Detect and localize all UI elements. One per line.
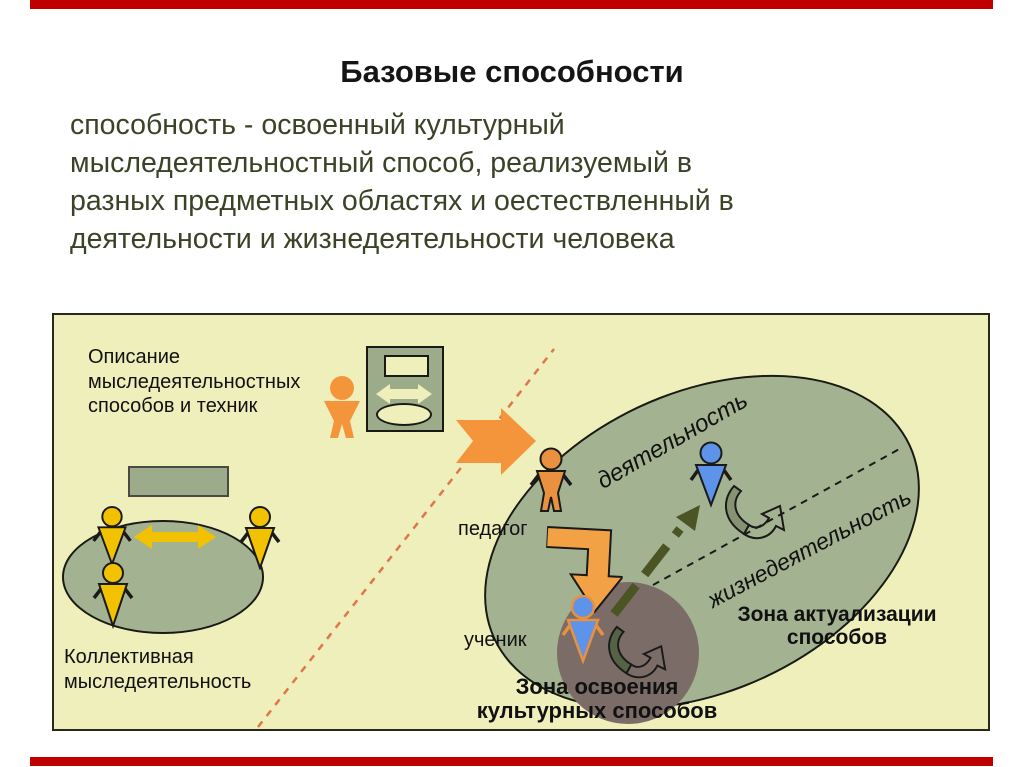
collective-board-rect xyxy=(128,466,229,497)
facilitator-figure-icon xyxy=(324,376,360,438)
definition-line: способность - освоенный культурный xyxy=(70,109,565,141)
collective-label: Коллективная мыследеятельность xyxy=(64,646,252,693)
page-title: Базовые способности xyxy=(340,54,684,89)
mastering-cycle-arrow-icon xyxy=(608,625,667,679)
zone-mastering-label: Зона освоения культурных способов xyxy=(476,674,718,723)
description-label: Описание мыследеятельностных способов и … xyxy=(88,346,301,417)
definition-line: деятельности и жизнедеятельности человек… xyxy=(70,223,675,255)
activity-divider-dashed-line xyxy=(652,446,904,586)
actualization-cycle-arrow-icon xyxy=(724,484,786,540)
transfer-arrow-icon xyxy=(456,408,536,475)
definition-line: мыследеятельностный способ, реализуемый … xyxy=(70,147,692,179)
student-figure-icon xyxy=(561,595,605,665)
teaching-arrow-icon xyxy=(545,525,625,614)
definition-line: разных предметных областях и оестествлен… xyxy=(70,185,734,217)
development-arrow-icon xyxy=(610,505,700,617)
student-label: ученик xyxy=(464,629,527,651)
boundary-dashed-line xyxy=(257,348,555,728)
communication-arrow-icon xyxy=(134,525,216,549)
definition-text: способность - освоенный культурный мысле… xyxy=(70,106,980,258)
board-double-arrow-icon xyxy=(376,384,432,404)
zone-actualization-label: Зона актуализации способов xyxy=(737,603,937,649)
participant-figure-icon xyxy=(239,506,281,570)
teacher-figure-icon xyxy=(529,447,573,512)
bottom-accent-bar xyxy=(30,757,993,766)
participant-figure-icon xyxy=(92,562,134,630)
actor-figure-icon xyxy=(689,441,733,508)
top-accent-bar xyxy=(30,0,993,9)
board-ellipse xyxy=(376,403,432,426)
teacher-label: педагог xyxy=(458,518,528,540)
method-board-icon xyxy=(366,346,444,432)
board-screen-rect xyxy=(384,355,429,377)
diagram-canvas: Описание мыследеятельностных способов и … xyxy=(52,308,990,767)
participant-figure-icon xyxy=(92,506,132,567)
